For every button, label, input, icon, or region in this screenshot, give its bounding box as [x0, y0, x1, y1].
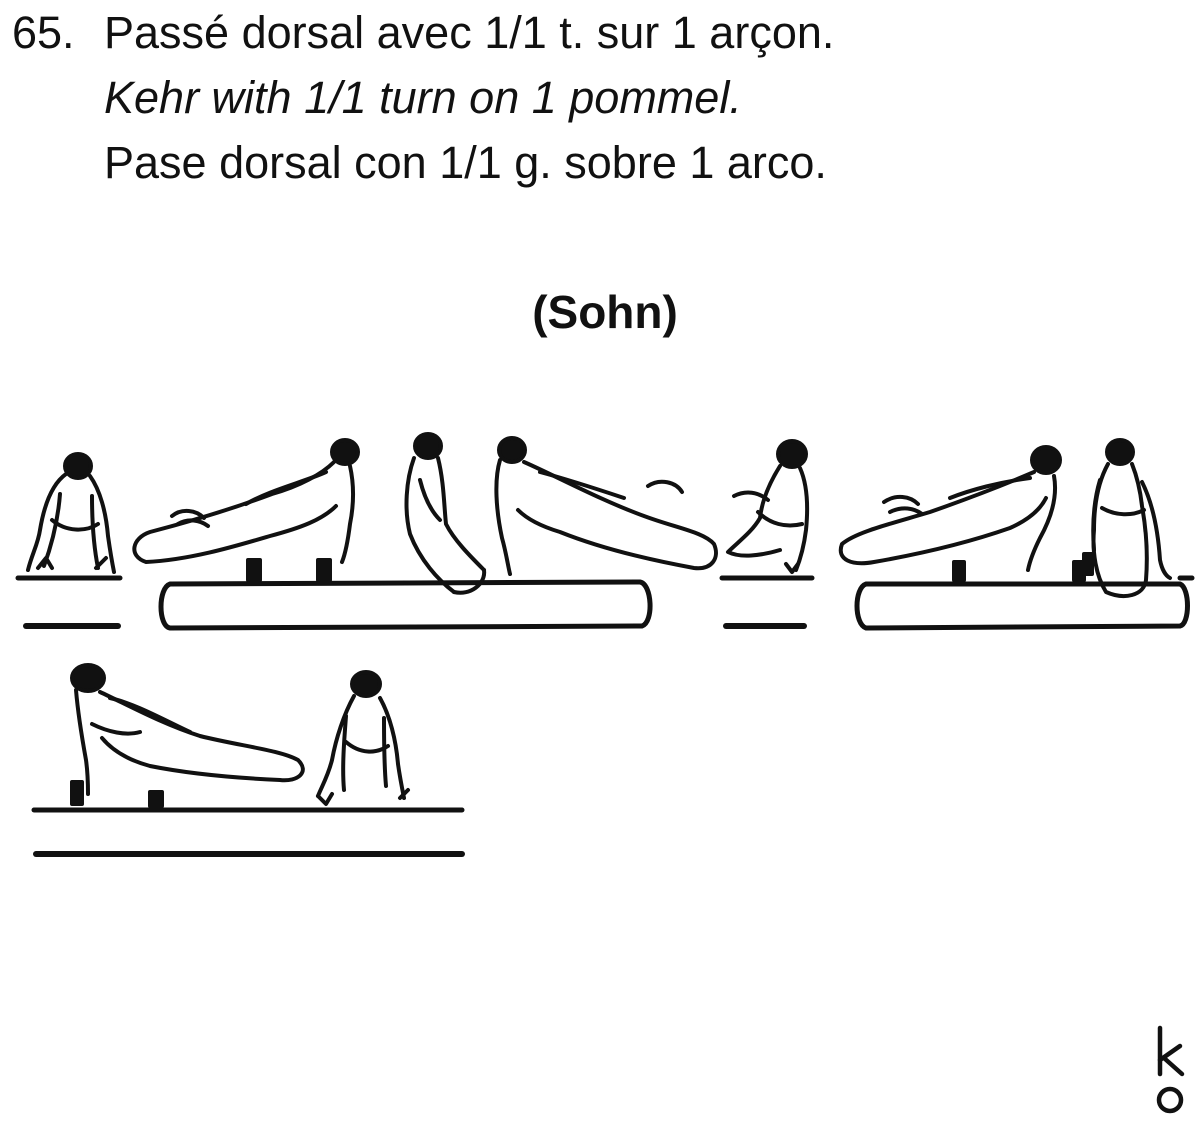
frame-1-figure: [15, 452, 123, 629]
title-english: Kehr with 1/1 turn on 1 pommel.: [104, 72, 742, 123]
frame-9-figure: [316, 670, 410, 806]
frame-8-figure: [70, 663, 305, 796]
horse-row-2: [31, 780, 465, 857]
horse-body-left: [158, 558, 653, 631]
frame-5-figure: [719, 439, 815, 629]
pommel-horse-sequence-illustration: [15, 432, 1195, 857]
frame-2-figure: [132, 438, 360, 564]
frame-7-figure: [1082, 438, 1172, 598]
ko-corner-mark: ko: [1150, 1022, 1190, 1118]
ko-corner-mark-text: ko: [1150, 1022, 1190, 1069]
title-french: Passé dorsal avec 1/1 t. sur 1 arçon.: [104, 7, 835, 58]
frame-4-figure: [494, 436, 718, 576]
frame-3-figure: [404, 432, 487, 595]
element-header: 65. Passé dorsal avec 1/1 t. sur 1 arçon.…: [12, 0, 1112, 195]
ko-corner-mark-glyph: [1156, 1025, 1185, 1114]
horse-body-right: [854, 560, 1195, 631]
title-spanish: Pase dorsal con 1/1 g. sobre 1 arco.: [104, 137, 827, 188]
title-fr-line: 65. Passé dorsal avec 1/1 t. sur 1 arçon.: [12, 0, 1112, 65]
element-number: 65.: [12, 7, 75, 58]
frame-6-figure: [838, 445, 1062, 572]
gymnast-name: (Sohn): [532, 286, 678, 338]
